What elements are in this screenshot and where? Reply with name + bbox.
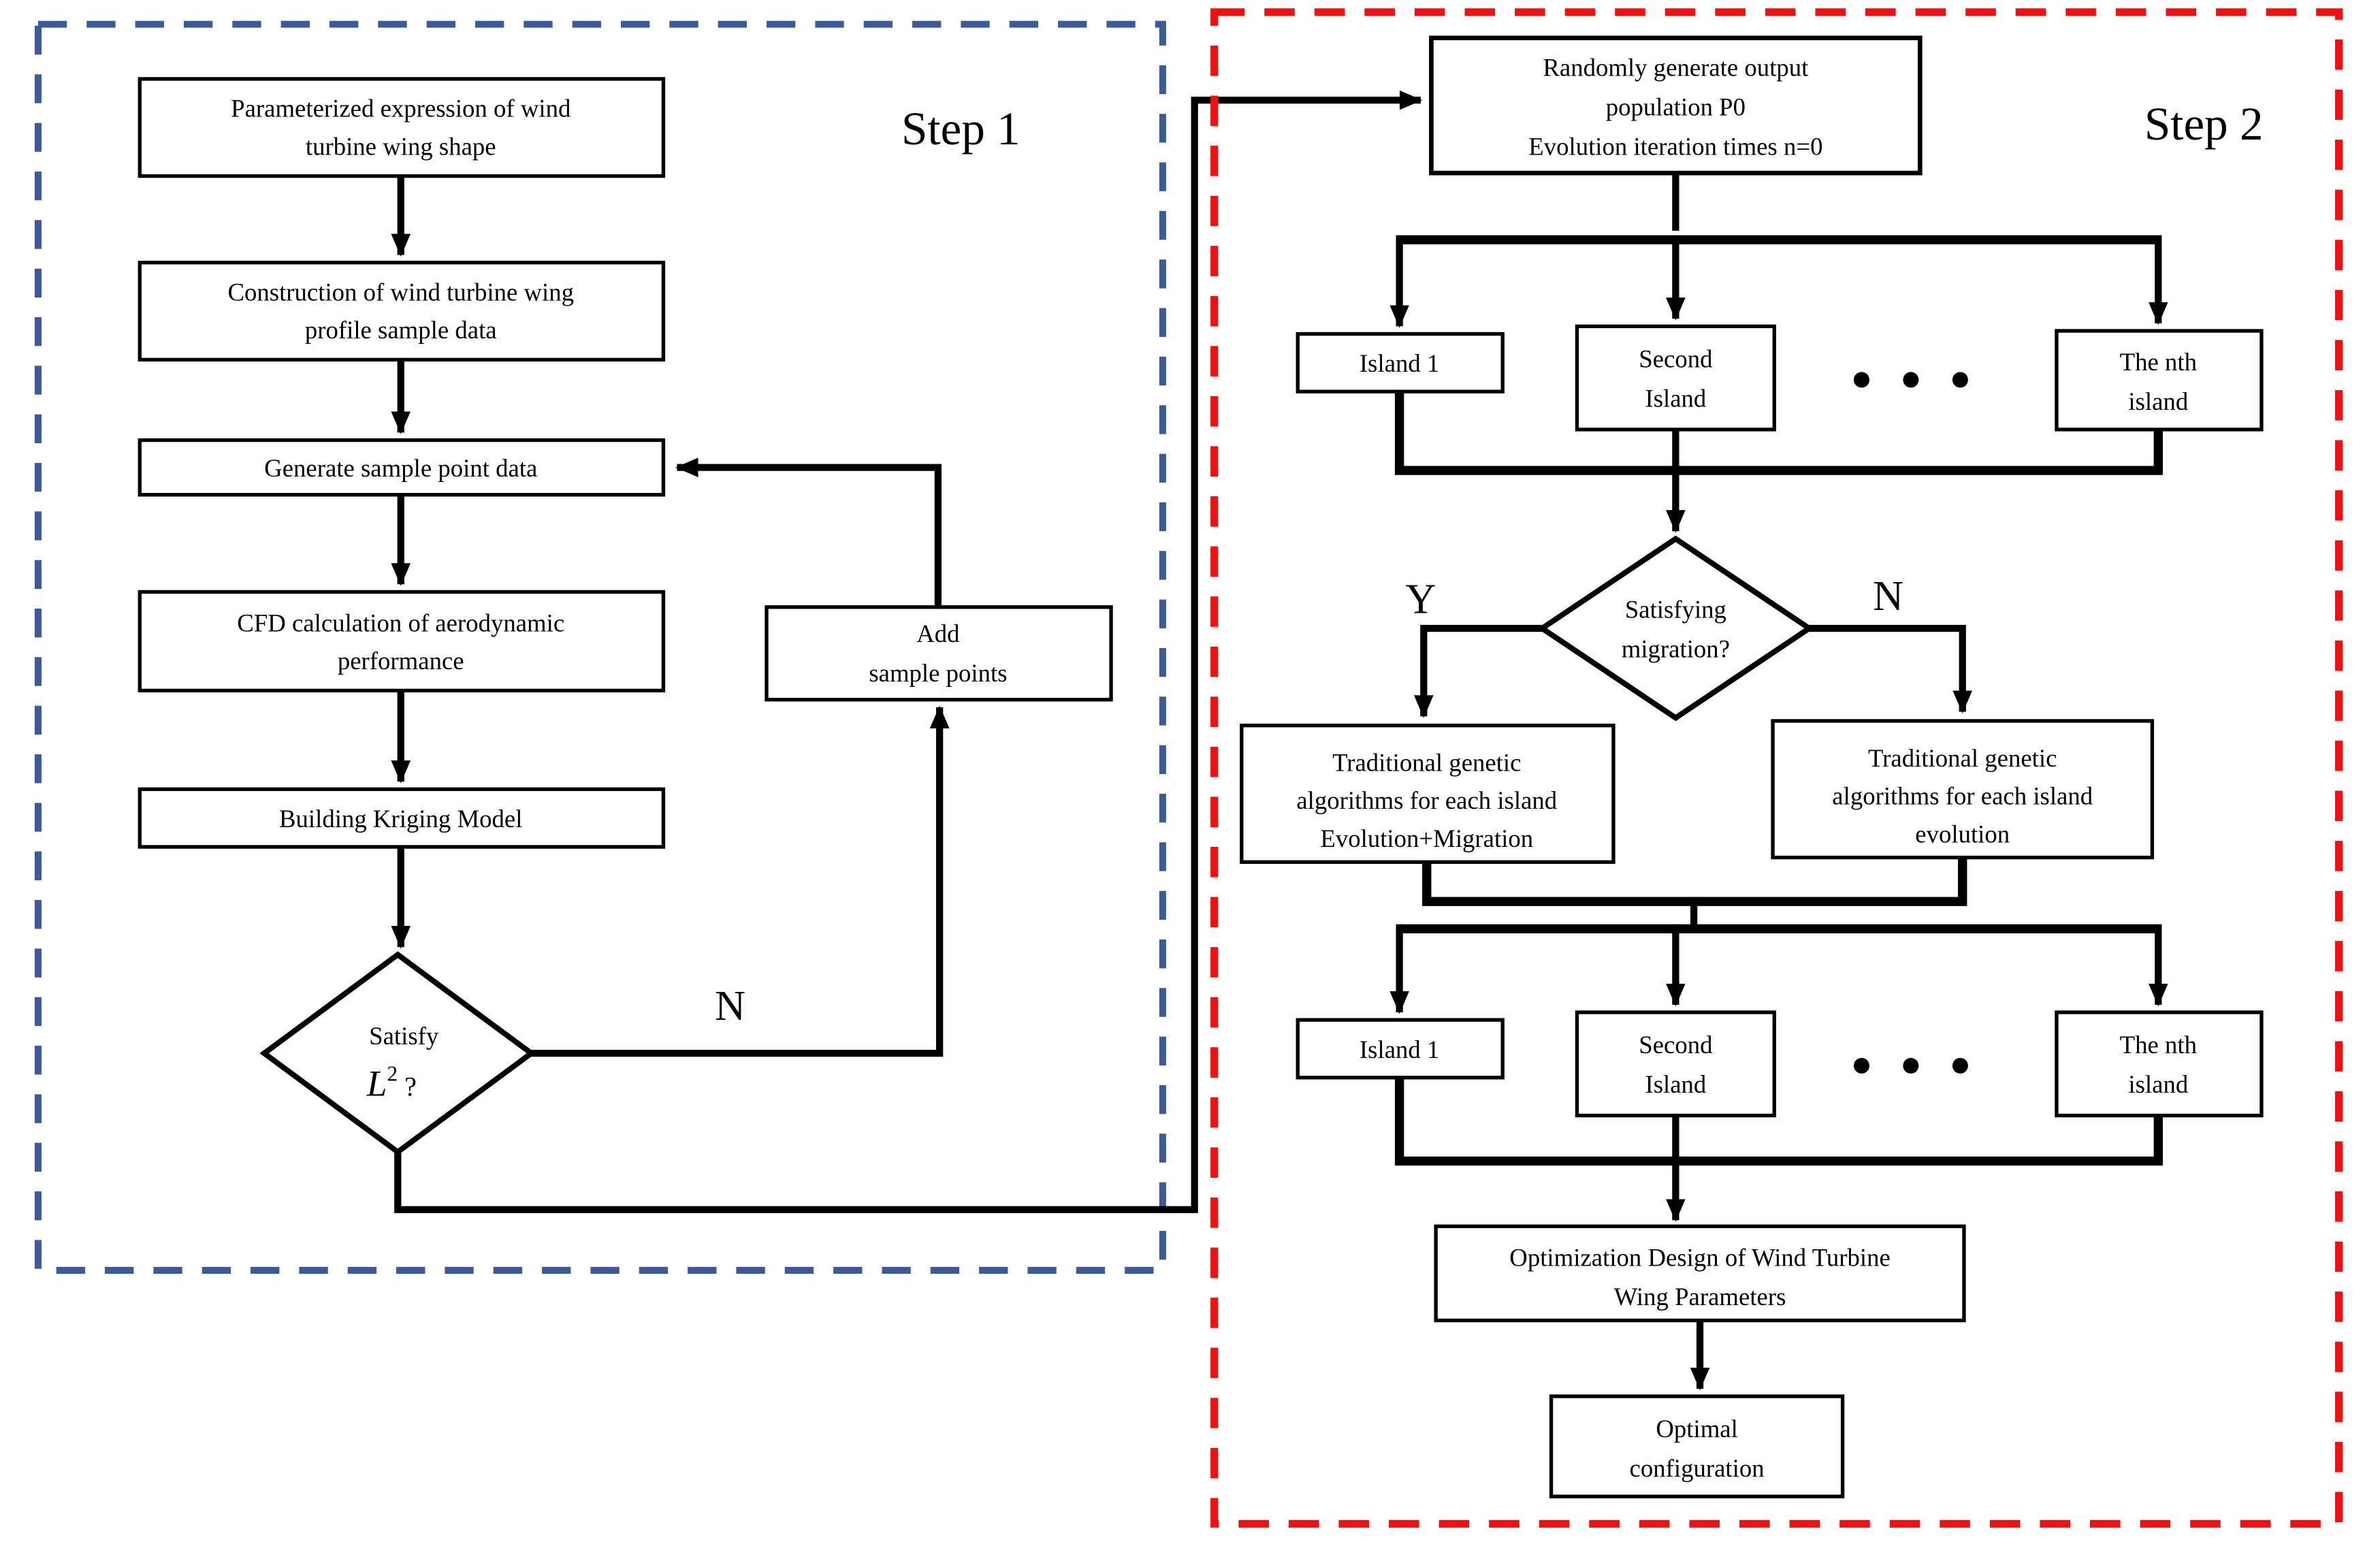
node-second-island-row1 <box>1575 324 1776 432</box>
optimization-line1: Optimization Design of Wind Turbine <box>1509 1243 1891 1271</box>
ga-migration-line2: algorithms for each island <box>1296 786 1557 814</box>
node-randomly-generate <box>1429 35 1923 176</box>
node-cfd-line1: CFD calculation of aerodynamic <box>237 609 564 637</box>
step2-dashed-border <box>1210 8 2343 1528</box>
optimal-line1: Optimal <box>1656 1415 1738 1443</box>
node-island1-row1 <box>1296 332 1505 393</box>
ga-migration-line1: Traditional genetic <box>1332 749 1521 777</box>
second-island-row2-line2: Island <box>1645 1070 1706 1098</box>
node-random-line3: Evolution iteration times n=0 <box>1528 132 1822 160</box>
join-line-ga-boxes <box>1422 857 1967 906</box>
node-cfd-line2: performance <box>338 647 464 675</box>
node-cfd-calculation <box>138 590 666 693</box>
node-generate-label: Generate sample point data <box>264 454 537 482</box>
node-building-kriging <box>138 787 666 849</box>
nth-island-row2-line2: island <box>2128 1070 2188 1098</box>
step2-region: Step 2 Randomly generate output populati… <box>1210 8 2343 1528</box>
arrow-decision-no-to-add-points <box>531 705 950 1057</box>
node-ga-evolution <box>1771 719 2155 860</box>
l2-symbol: L <box>366 1063 387 1104</box>
node-random-line2: population P0 <box>1606 93 1746 121</box>
step1-label: Step 1 <box>901 102 1020 155</box>
ellipsis-dots-row1: ● ● ● <box>1850 357 1980 398</box>
island1-row2-label: Island 1 <box>1360 1035 1439 1063</box>
optimal-line2: configuration <box>1630 1454 1765 1482</box>
second-island-row1-line2: Island <box>1645 384 1706 412</box>
node-add-line1: Add <box>916 620 959 647</box>
ga-evolution-line3: evolution <box>1915 820 2010 848</box>
decision-satisfy-line2: L2 ? <box>366 1061 417 1104</box>
ga-evolution-line2: algorithms for each island <box>1832 782 2093 810</box>
node-construction-line2: profile sample data <box>305 316 497 344</box>
branch-n-label-step1: N <box>715 982 745 1029</box>
decision-migration-line2: migration? <box>1622 635 1730 662</box>
nth-island-row1-line2: island <box>2128 387 2188 415</box>
l2-question-mark: ? <box>398 1072 417 1102</box>
arrow-step1-to-step2 <box>394 90 1423 1213</box>
nth-island-row1-line1: The nth <box>2120 348 2197 376</box>
node-generate-sample-point <box>138 438 666 497</box>
ga-evolution-line1: Traditional genetic <box>1868 744 2057 772</box>
collector-line-2 <box>1394 1077 2164 1166</box>
node-kriging-label: Building Kriging Model <box>279 805 522 833</box>
node-construction-sample-data <box>138 260 666 362</box>
ga-migration-line3: Evolution+Migration <box>1320 824 1533 852</box>
ellipsis-dots-row2: ● ● ● <box>1850 1044 1980 1085</box>
l2-superscript: 2 <box>387 1061 398 1085</box>
node-ga-evolution-migration <box>1240 723 1615 864</box>
island1-row1-label: Island 1 <box>1360 349 1439 377</box>
node-add-sample-points <box>765 605 1113 702</box>
optimization-line2: Wing Parameters <box>1614 1283 1786 1311</box>
node-optimal-configuration <box>1549 1394 1845 1498</box>
arrow-no-to-ga-evolution <box>1809 624 1973 713</box>
collector-line-1 <box>1394 391 2164 475</box>
step1-region: Step 1 Parameterized expression of wind … <box>34 20 1423 1274</box>
arrow-add-points-to-generate <box>675 457 942 607</box>
node-random-line1: Randomly generate output <box>1543 53 1808 81</box>
branch-y-label: Y <box>1405 575 1436 623</box>
node-parameterized-line1: Parameterized expression of wind <box>231 95 570 123</box>
node-second-island-row2 <box>1575 1010 1776 1118</box>
second-island-row1-line1: Second <box>1639 344 1712 372</box>
nth-island-row2-line1: The nth <box>2120 1031 2197 1059</box>
arrow-yes-to-ga-migration <box>1413 624 1543 718</box>
node-nth-island-row2 <box>2055 1010 2264 1118</box>
decision-satisfying-migration <box>1537 535 1814 722</box>
step1-dashed-border <box>34 20 1166 1274</box>
step2-label: Step 2 <box>2144 97 2264 150</box>
second-island-row2-line1: Second <box>1639 1031 1712 1059</box>
decision-satisfy-l2 <box>259 951 536 1156</box>
decision-migration-line1: Satisfying <box>1625 595 1726 623</box>
node-parameterized-expression <box>138 77 666 178</box>
node-construction-line1: Construction of wind turbine wing <box>227 278 574 306</box>
decision-satisfy-line1: Satisfy <box>369 1022 439 1050</box>
branch-n-label-step2: N <box>1873 572 1903 620</box>
node-island1-row2 <box>1296 1018 1505 1080</box>
node-add-line2: sample points <box>869 659 1007 687</box>
node-parameterized-line2: turbine wing shape <box>306 132 496 160</box>
